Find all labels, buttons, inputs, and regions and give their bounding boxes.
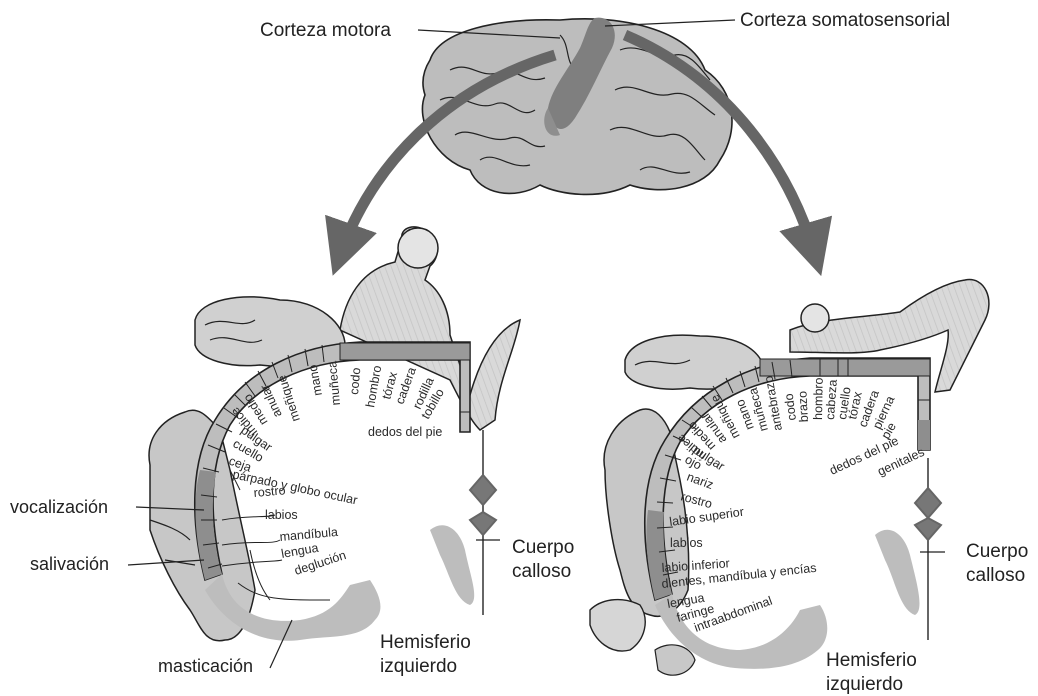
motor-hemisphere-line2: izquierdo [380,656,457,677]
somatosensory-cortex-label: Corteza somatosensorial [740,10,950,31]
brain-illustration [422,18,732,195]
motor-seg-0: dedos del pie [368,425,442,439]
motor-callosum-line2: calloso [512,561,571,582]
motor-seg-6: codo [347,367,363,395]
sensory-homunculus: genitales dedos del pie pie pierna cader… [590,280,1028,695]
sensory-hemisphere-line2: izquierdo [826,674,903,695]
motor-cortex-label: Corteza motora [260,20,391,41]
motor-seg-5: hombro [363,364,384,408]
motor-homunculus: dedos del pie tobillo rodilla cadera tór… [10,227,574,677]
sensory-callosum-line1: Cuerpo [966,541,1028,562]
motor-inner-0: párpado y globo ocular [231,467,358,507]
motor-inner-2: labios [265,508,298,522]
salivation-label: salivación [30,554,109,574]
sensory-seg-8: hombro [811,377,826,420]
sensory-seg-20: nariz [685,470,715,492]
sensory-callosum-line2: calloso [966,565,1025,586]
vocalization-label: vocalización [10,497,108,517]
sensory-hemisphere-line1: Hemisferio [826,650,917,671]
motor-hemisphere-line1: Hemisferio [380,632,471,653]
motor-inner-1: rostro [253,483,286,500]
motor-seg-7: muñeca [325,360,343,406]
motor-callosum-line1: Cuerpo [512,537,574,558]
motor-seg-8: mano [306,364,325,397]
mastication-label: masticación [158,656,253,676]
sensory-inner-2: labios [670,536,703,550]
